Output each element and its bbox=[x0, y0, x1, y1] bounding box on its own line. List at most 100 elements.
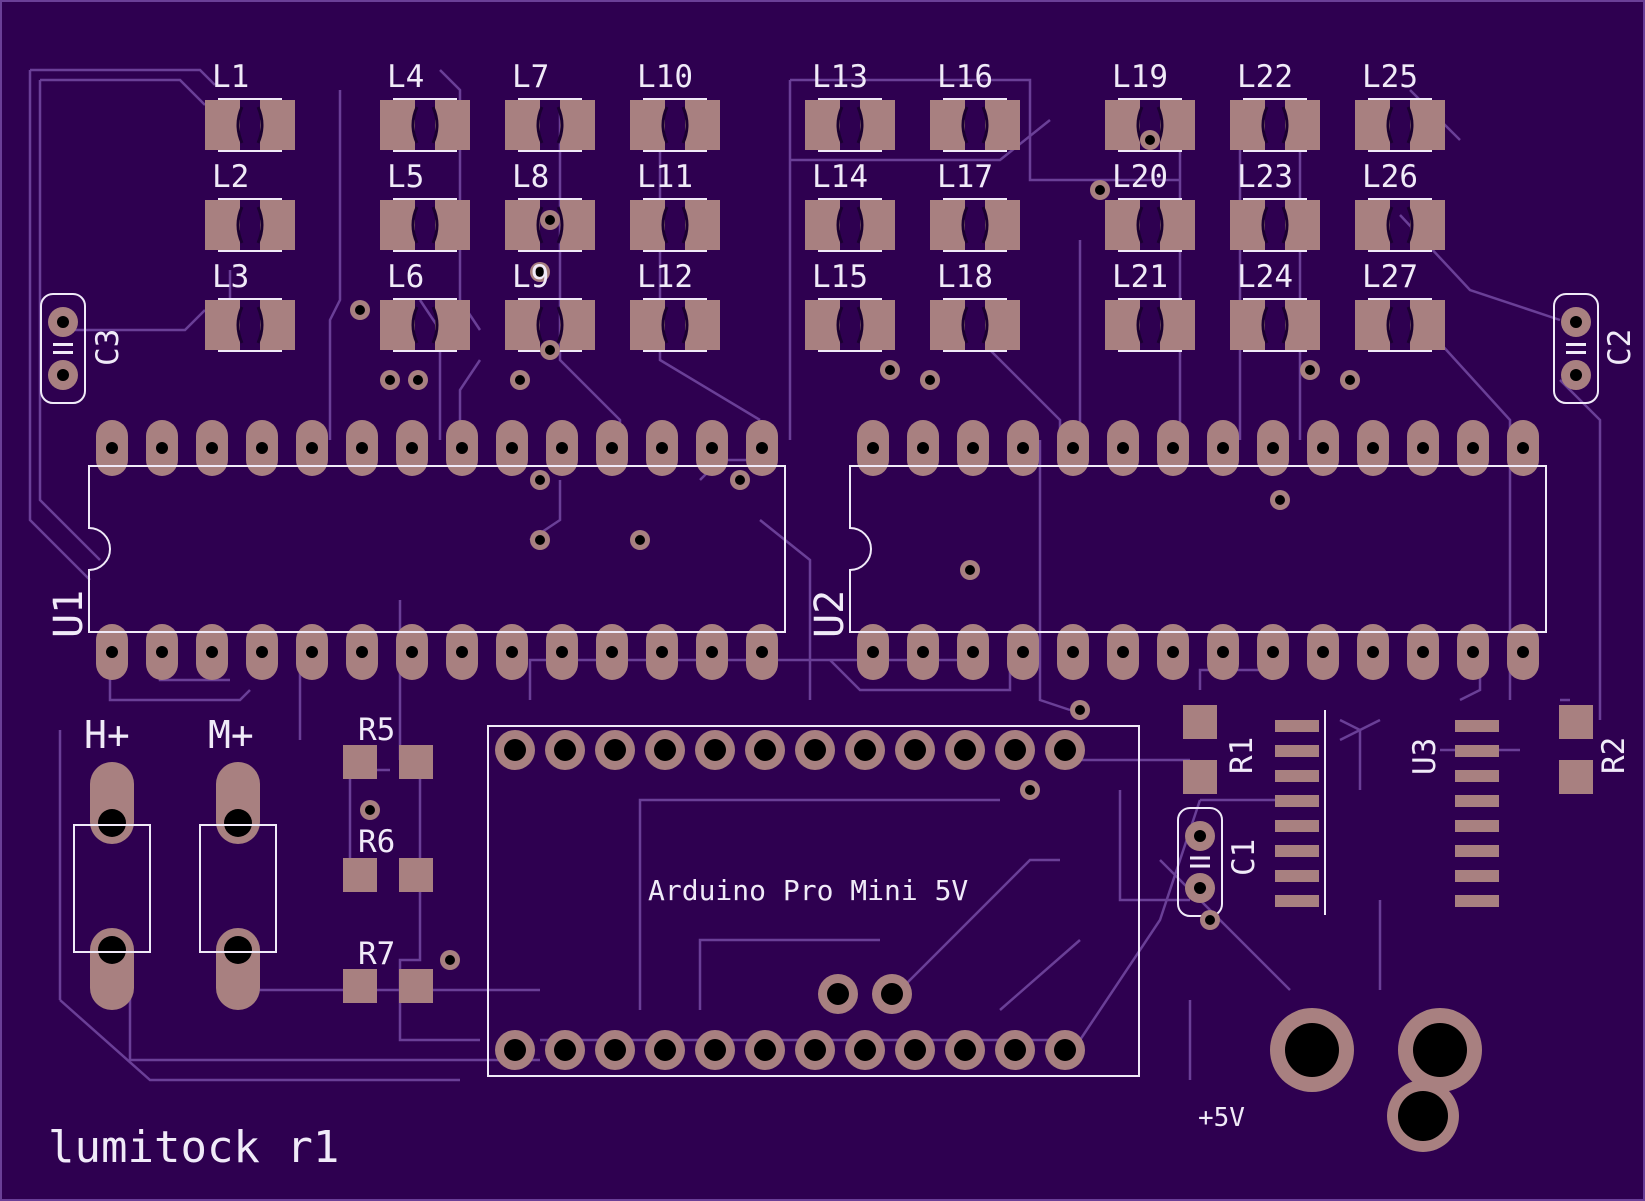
led-l4 bbox=[380, 100, 470, 150]
drill-hole bbox=[57, 369, 69, 381]
drill-hole bbox=[506, 646, 518, 658]
via-hole bbox=[1205, 915, 1215, 925]
led-pad bbox=[1410, 200, 1445, 250]
drill-hole bbox=[224, 809, 252, 837]
led-l13 bbox=[805, 100, 895, 150]
led-pad bbox=[260, 100, 295, 150]
via-hole bbox=[535, 267, 545, 277]
smd-pad bbox=[399, 745, 433, 779]
soic-pad bbox=[1275, 820, 1319, 832]
via-hole bbox=[535, 475, 545, 485]
drill-hole bbox=[1398, 1091, 1448, 1141]
drill-hole bbox=[1217, 646, 1229, 658]
soic-pad bbox=[1275, 895, 1319, 907]
led-outline bbox=[1368, 298, 1432, 352]
led-pad bbox=[1410, 300, 1445, 350]
drill-hole bbox=[556, 646, 568, 658]
drill-hole bbox=[256, 442, 268, 454]
drill-hole bbox=[756, 442, 768, 454]
via-hole bbox=[445, 955, 455, 965]
drill-hole bbox=[224, 936, 252, 964]
led-label: L22 bbox=[1237, 59, 1293, 95]
led-pad bbox=[860, 300, 895, 350]
led-outline bbox=[411, 206, 439, 244]
drill-hole bbox=[256, 646, 268, 658]
drill-hole bbox=[881, 983, 903, 1005]
cap-outline bbox=[1177, 807, 1223, 917]
drill-hole bbox=[1167, 442, 1179, 454]
led-pad bbox=[560, 300, 595, 350]
drill-hole bbox=[1285, 1023, 1339, 1077]
led-pad bbox=[435, 100, 470, 150]
trace bbox=[1038, 440, 1071, 712]
led-pad bbox=[380, 200, 415, 250]
drill-hole bbox=[156, 442, 168, 454]
soic-pad bbox=[1275, 795, 1319, 807]
via-hole bbox=[385, 375, 395, 385]
drill-hole bbox=[106, 646, 118, 658]
led-l26 bbox=[1355, 200, 1445, 250]
led-outline bbox=[411, 306, 439, 344]
drill-hole bbox=[206, 442, 218, 454]
led-pad bbox=[985, 200, 1020, 250]
led-outline bbox=[818, 198, 882, 252]
smd-pad bbox=[399, 969, 433, 1003]
drill-hole bbox=[1217, 442, 1229, 454]
drill-hole bbox=[504, 1039, 526, 1061]
drill-hole bbox=[1417, 442, 1429, 454]
power-terminal bbox=[1270, 1008, 1482, 1152]
drill-hole bbox=[867, 646, 879, 658]
drill-hole bbox=[1467, 646, 1479, 658]
led-pad bbox=[260, 200, 295, 250]
drill-hole bbox=[1117, 442, 1129, 454]
cap-symbol bbox=[53, 343, 73, 354]
drill-hole bbox=[356, 646, 368, 658]
trace bbox=[1559, 379, 1602, 720]
led-l1 bbox=[205, 100, 295, 150]
led-pad bbox=[1230, 200, 1265, 250]
led-pad bbox=[505, 300, 540, 350]
led-outline bbox=[536, 206, 564, 244]
via-hole bbox=[635, 535, 645, 545]
soic-pad bbox=[1455, 770, 1499, 782]
led-label: L23 bbox=[1237, 159, 1293, 195]
led-pad bbox=[1355, 300, 1390, 350]
led-label: L1 bbox=[212, 59, 249, 95]
led-outline bbox=[1118, 98, 1182, 152]
led-outline bbox=[536, 306, 564, 344]
drill-hole bbox=[1004, 739, 1026, 761]
via-hole bbox=[413, 375, 423, 385]
led-outline bbox=[661, 106, 689, 144]
arduino-outline bbox=[487, 725, 1140, 1077]
led-label: L8 bbox=[512, 159, 549, 195]
drill-hole bbox=[1517, 646, 1529, 658]
led-l8 bbox=[505, 200, 595, 250]
via-hole bbox=[545, 345, 555, 355]
led-label: L12 bbox=[637, 259, 693, 295]
copper-traces bbox=[28, 68, 1602, 1082]
led-pad bbox=[805, 300, 840, 350]
led-pad bbox=[1285, 200, 1320, 250]
led-pad bbox=[205, 100, 240, 150]
led-outline bbox=[836, 106, 864, 144]
led-pad bbox=[505, 100, 540, 150]
via-hole bbox=[1275, 495, 1285, 505]
c3-label: C3 bbox=[90, 329, 126, 366]
led-pad bbox=[1160, 200, 1195, 250]
c2-label: C2 bbox=[1602, 329, 1638, 366]
led-pad bbox=[435, 300, 470, 350]
led-label: L20 bbox=[1112, 159, 1168, 195]
drill-hole bbox=[456, 442, 468, 454]
hour-button bbox=[90, 762, 134, 1010]
via-hole bbox=[1305, 365, 1315, 375]
drill-hole bbox=[1267, 442, 1279, 454]
led-outline bbox=[236, 106, 264, 144]
via-hole bbox=[355, 305, 365, 315]
led-pad bbox=[1230, 100, 1265, 150]
drill-hole bbox=[1067, 442, 1079, 454]
led-pad bbox=[985, 100, 1020, 150]
smd-pad bbox=[399, 858, 433, 892]
soic-pad bbox=[1275, 845, 1319, 857]
led-pad bbox=[930, 100, 965, 150]
led-label: L6 bbox=[387, 259, 424, 295]
